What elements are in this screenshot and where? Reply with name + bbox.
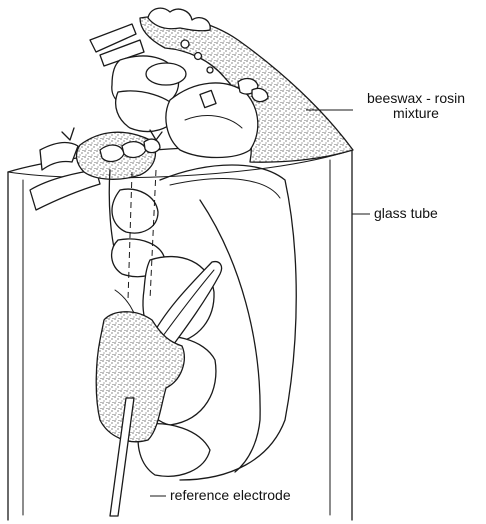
insect-thorax <box>166 79 268 158</box>
wax-label-line1: beeswax - rosin <box>358 91 474 106</box>
glass-tube-label: glass tube <box>374 206 438 221</box>
wax-label: beeswax - rosin mixture <box>358 91 474 121</box>
reference-electrode-label: reference electrode <box>170 488 291 503</box>
wax-label-line2: mixture <box>358 106 474 121</box>
